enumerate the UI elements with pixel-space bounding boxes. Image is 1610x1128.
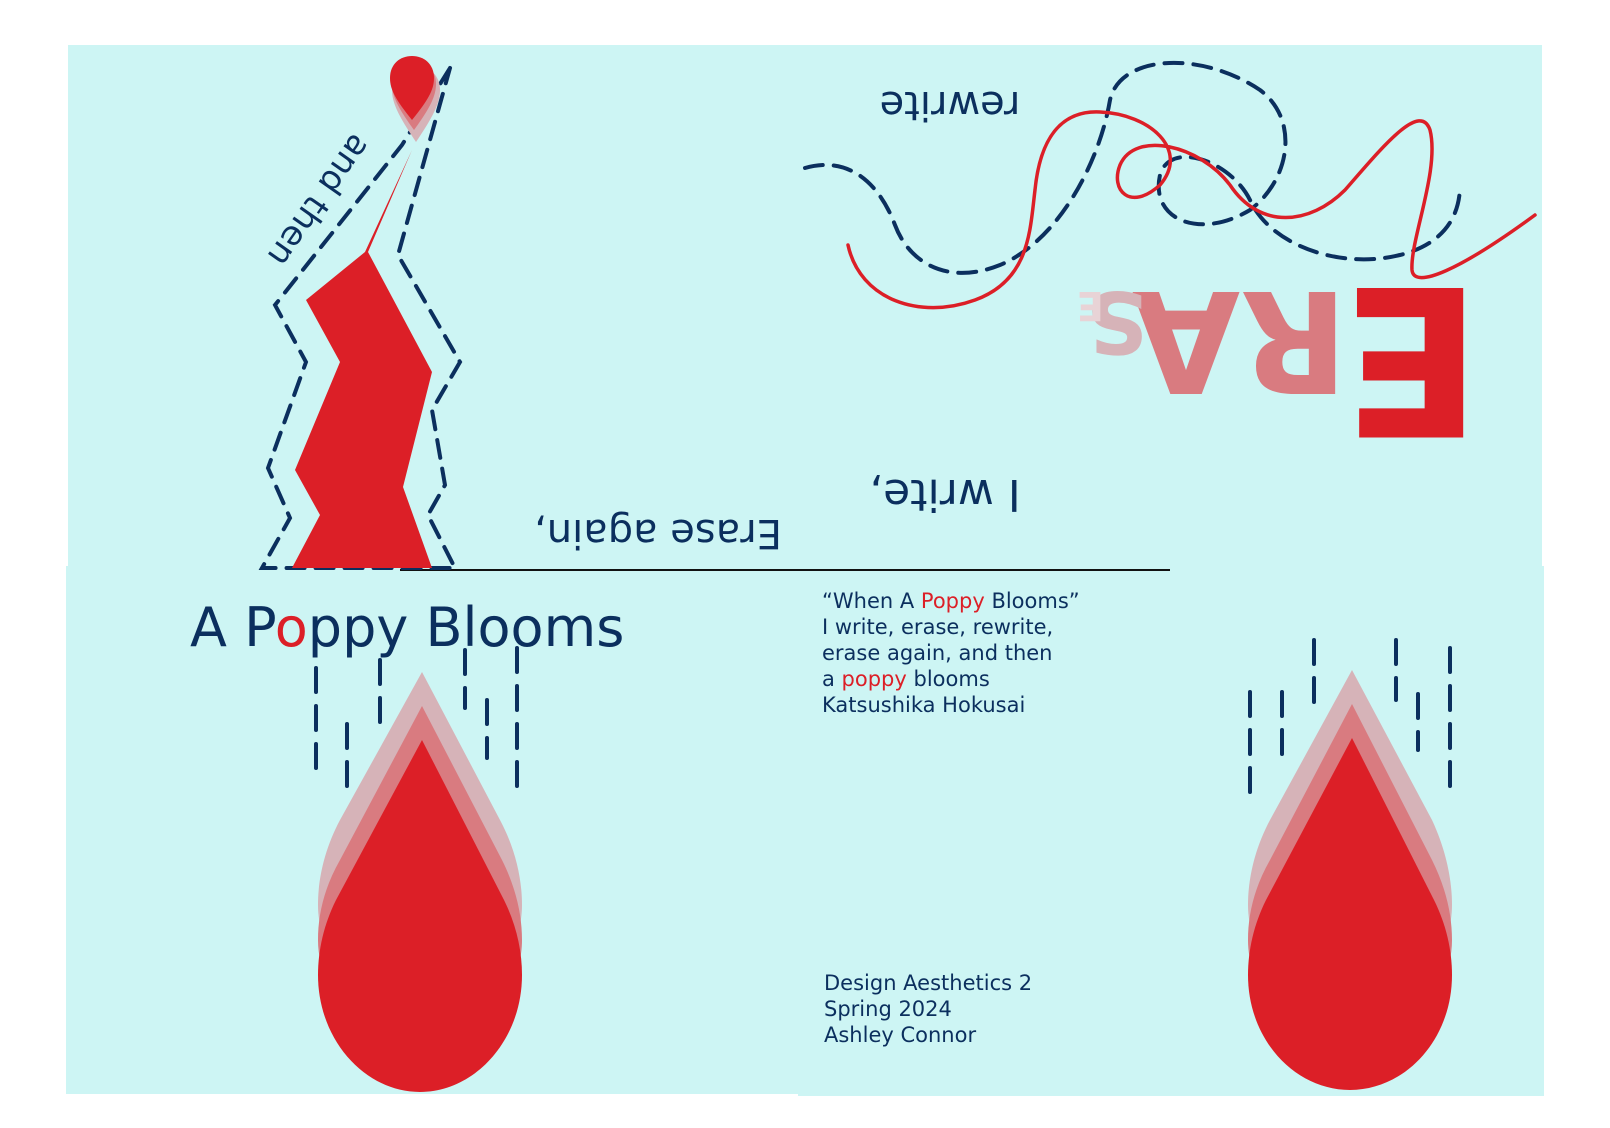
poem-line-4: a poppy blooms xyxy=(822,667,990,691)
credits-course: Design Aesthetics 2 xyxy=(824,971,1032,995)
poem-line-4-pre: a xyxy=(822,667,842,691)
poem-line-5: Katsushika Hokusai xyxy=(822,693,1025,717)
title-letter-o: o xyxy=(275,596,308,659)
credits-author: Ashley Connor xyxy=(824,1023,976,1047)
erase-letter-e-small: E xyxy=(1077,282,1104,328)
text-erase-again: Erase again, xyxy=(534,510,782,556)
poem-line-1-pre: “When A xyxy=(822,589,921,613)
erase-wordmark: E xyxy=(1342,239,1482,477)
rain-dashes-right xyxy=(1248,638,1452,798)
title-part-a: A P xyxy=(190,596,275,659)
poem-line-2: I write, erase, rewrite, xyxy=(822,615,1053,639)
erase-letter-s-small: S xyxy=(1086,271,1148,371)
drop-left-red xyxy=(318,740,522,1092)
poem-line-4-post: blooms xyxy=(907,667,990,691)
erase-tiny-group: E xyxy=(1077,282,1104,328)
drop-right-red xyxy=(1248,738,1452,1090)
credits-block: Design Aesthetics 2 Spring 2024 Ashley C… xyxy=(824,971,1039,1047)
erase-small-group: S xyxy=(1086,271,1148,371)
dashed-scribble-line xyxy=(803,60,1462,275)
red-scribble-line xyxy=(846,110,1537,310)
poem-line-1-post: Blooms” xyxy=(985,589,1080,613)
credits-term: Spring 2024 xyxy=(824,997,952,1021)
rain-dashes-left xyxy=(314,646,519,800)
poem-line-1-poppy: Poppy xyxy=(921,589,985,613)
text-rewrite: rewrite xyxy=(880,82,1021,128)
poem-line-4-poppy: poppy xyxy=(842,667,907,691)
erase-letter-e-big: E xyxy=(1342,239,1482,477)
erase-ra-group: RA xyxy=(1132,258,1348,421)
small-drop-red xyxy=(390,56,434,120)
erase-letters-ra: RA xyxy=(1132,258,1348,421)
poem-line-1: “When A Poppy Blooms” xyxy=(822,589,1080,613)
text-i-write: I write, xyxy=(869,469,1021,520)
red-zigzag-shape xyxy=(292,150,432,568)
poem-line-3: erase again, and then xyxy=(822,641,1052,665)
title-a-poppy-blooms: A Poppy Blooms xyxy=(190,596,624,659)
poem-block: “When A Poppy Blooms” I write, erase, re… xyxy=(822,589,1086,717)
